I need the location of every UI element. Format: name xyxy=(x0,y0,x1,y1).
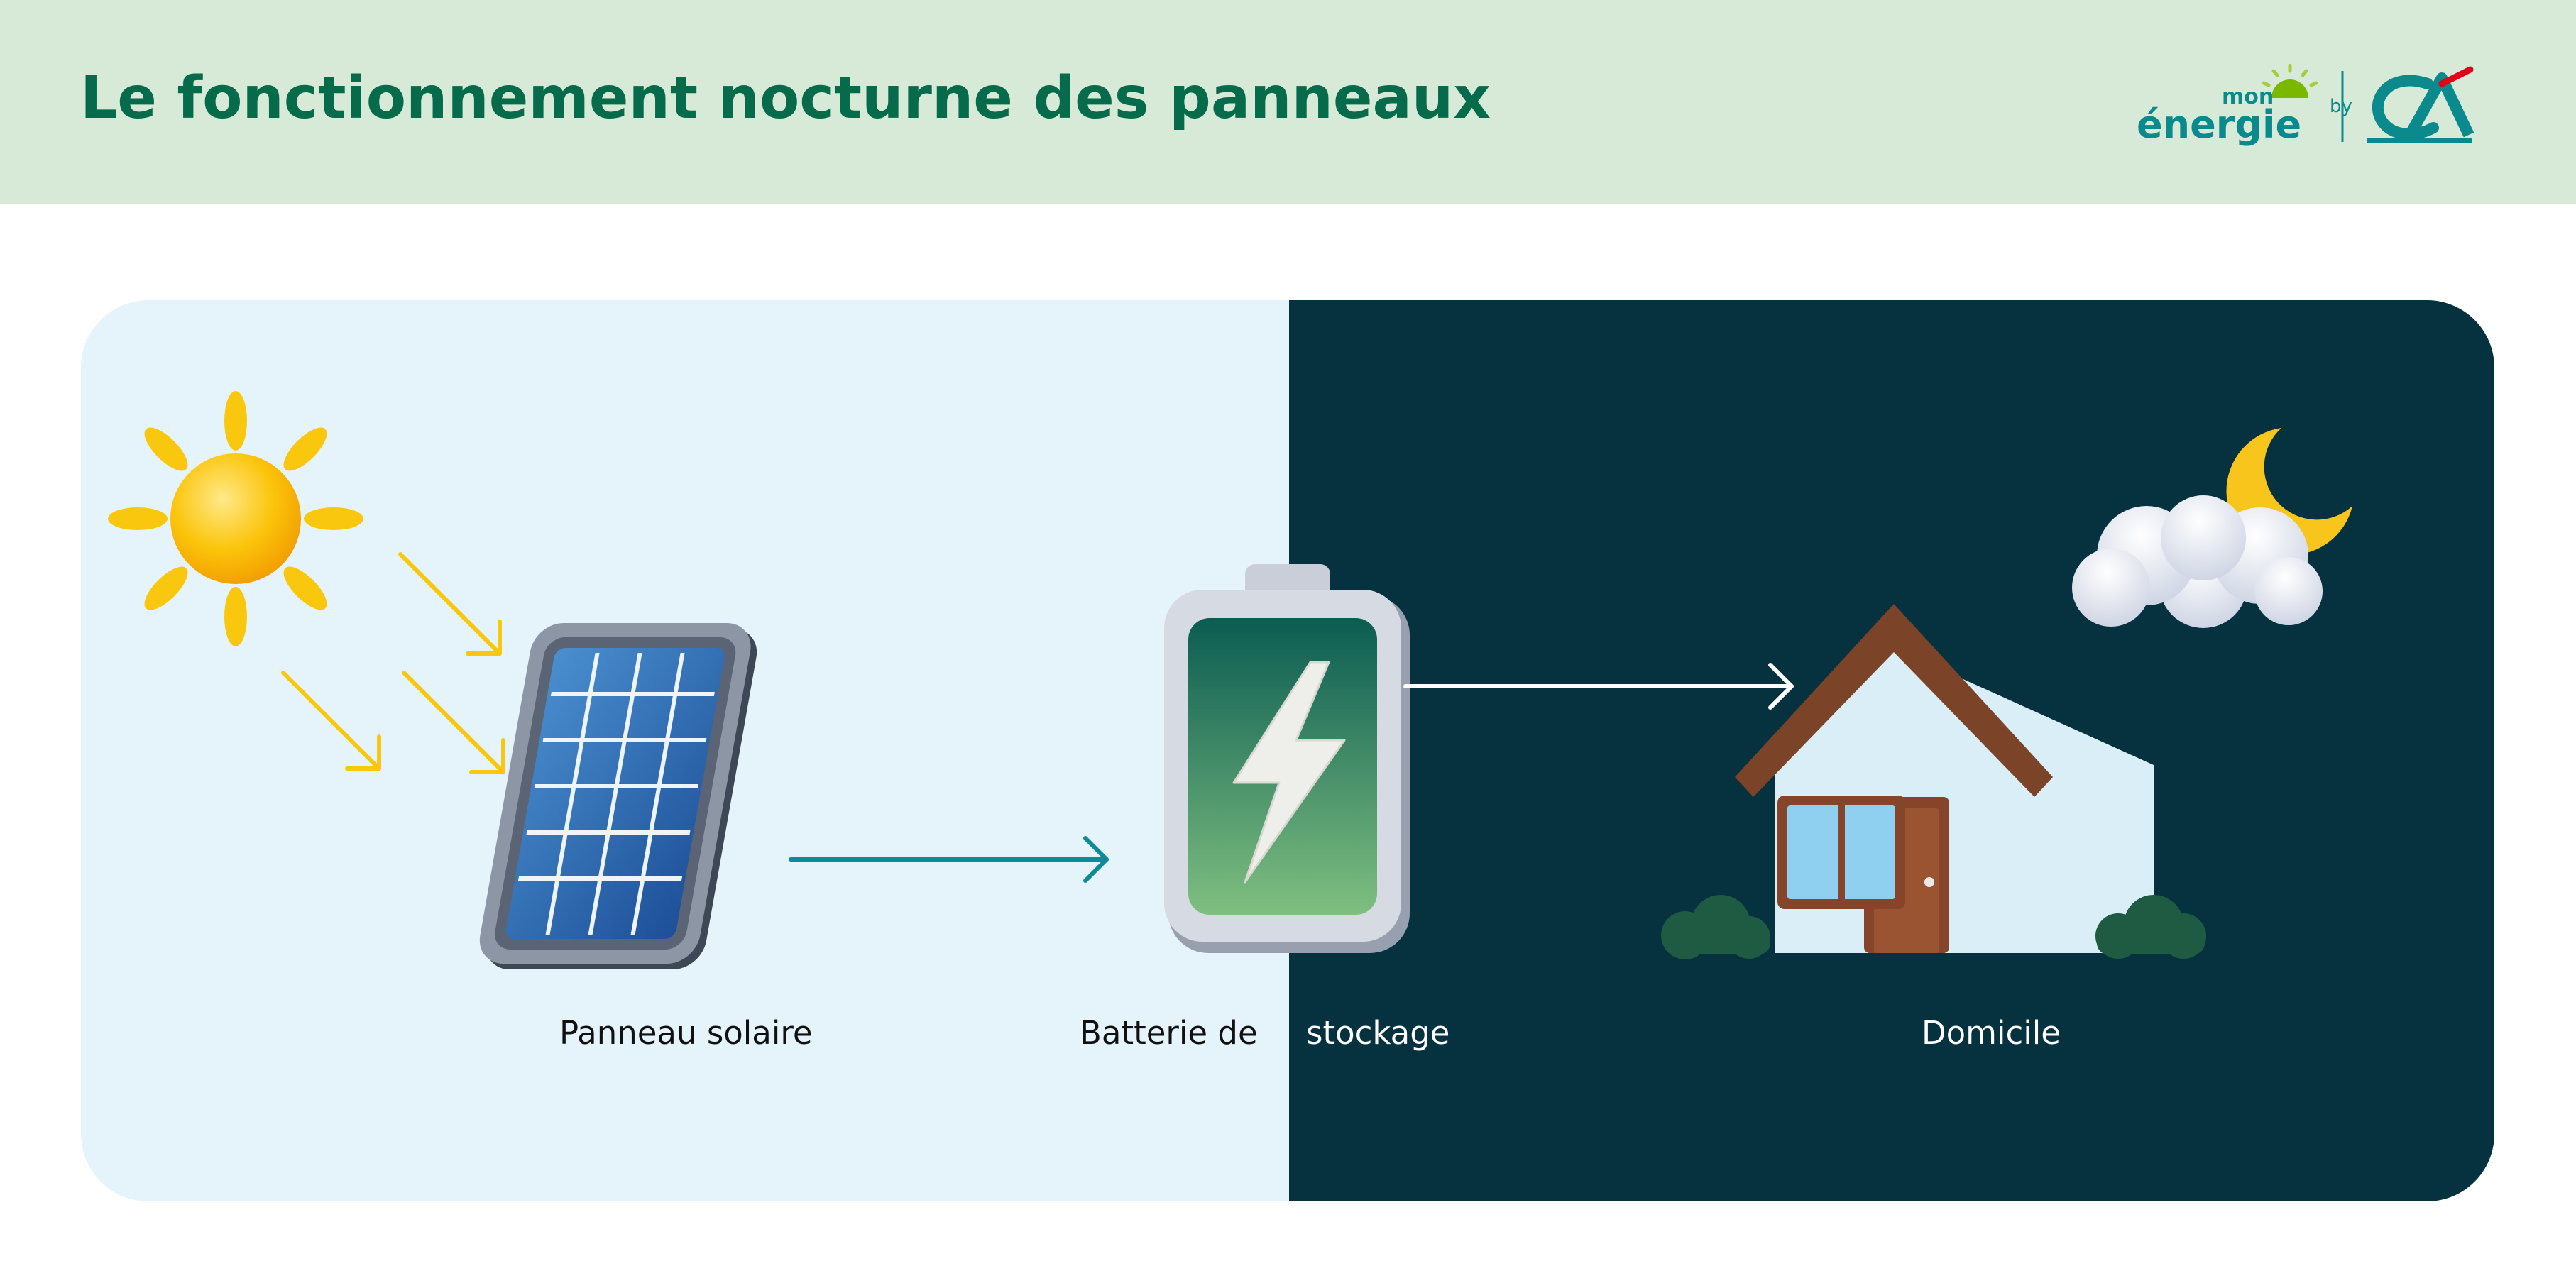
diagram-panel: Panneau solaire Batterie de stockage Dom… xyxy=(81,300,2494,1201)
home-label: Domicile xyxy=(1922,1014,2061,1052)
solar-panel-label: Panneau solaire xyxy=(559,1014,813,1052)
logo-word-by: by xyxy=(2330,96,2352,117)
solar-panel-icon xyxy=(479,623,757,969)
header-banner: Le fonctionnement nocturne des panneaux … xyxy=(0,0,2576,204)
ray-arrow xyxy=(281,671,381,771)
sun-rays-arrows xyxy=(281,552,505,774)
house-icon xyxy=(1661,604,2206,959)
battery-icon xyxy=(1164,564,1410,953)
arrow-battery-to-home xyxy=(1403,663,1794,710)
cloud-moon-icon xyxy=(2072,428,2352,628)
logo-word-mon: mon xyxy=(2222,84,2274,109)
sun-icon xyxy=(108,391,363,646)
battery-label-part2: stockage xyxy=(1306,1014,1450,1052)
arrow-panel-to-battery xyxy=(789,836,1109,883)
page-title: Le fonctionnement nocturne des panneaux xyxy=(80,65,1491,132)
mon-energie-logo: mon énergie by xyxy=(2137,64,2474,147)
sun-logo-icon xyxy=(2262,64,2318,98)
ray-arrow xyxy=(398,552,502,656)
credit-agricole-logo-icon xyxy=(2367,66,2474,143)
ray-arrow xyxy=(402,671,505,774)
battery-label-part1: Batterie de xyxy=(1080,1014,1258,1052)
diagram-canvas xyxy=(108,391,2352,969)
logo-word-energie: énergie xyxy=(2137,102,2301,147)
